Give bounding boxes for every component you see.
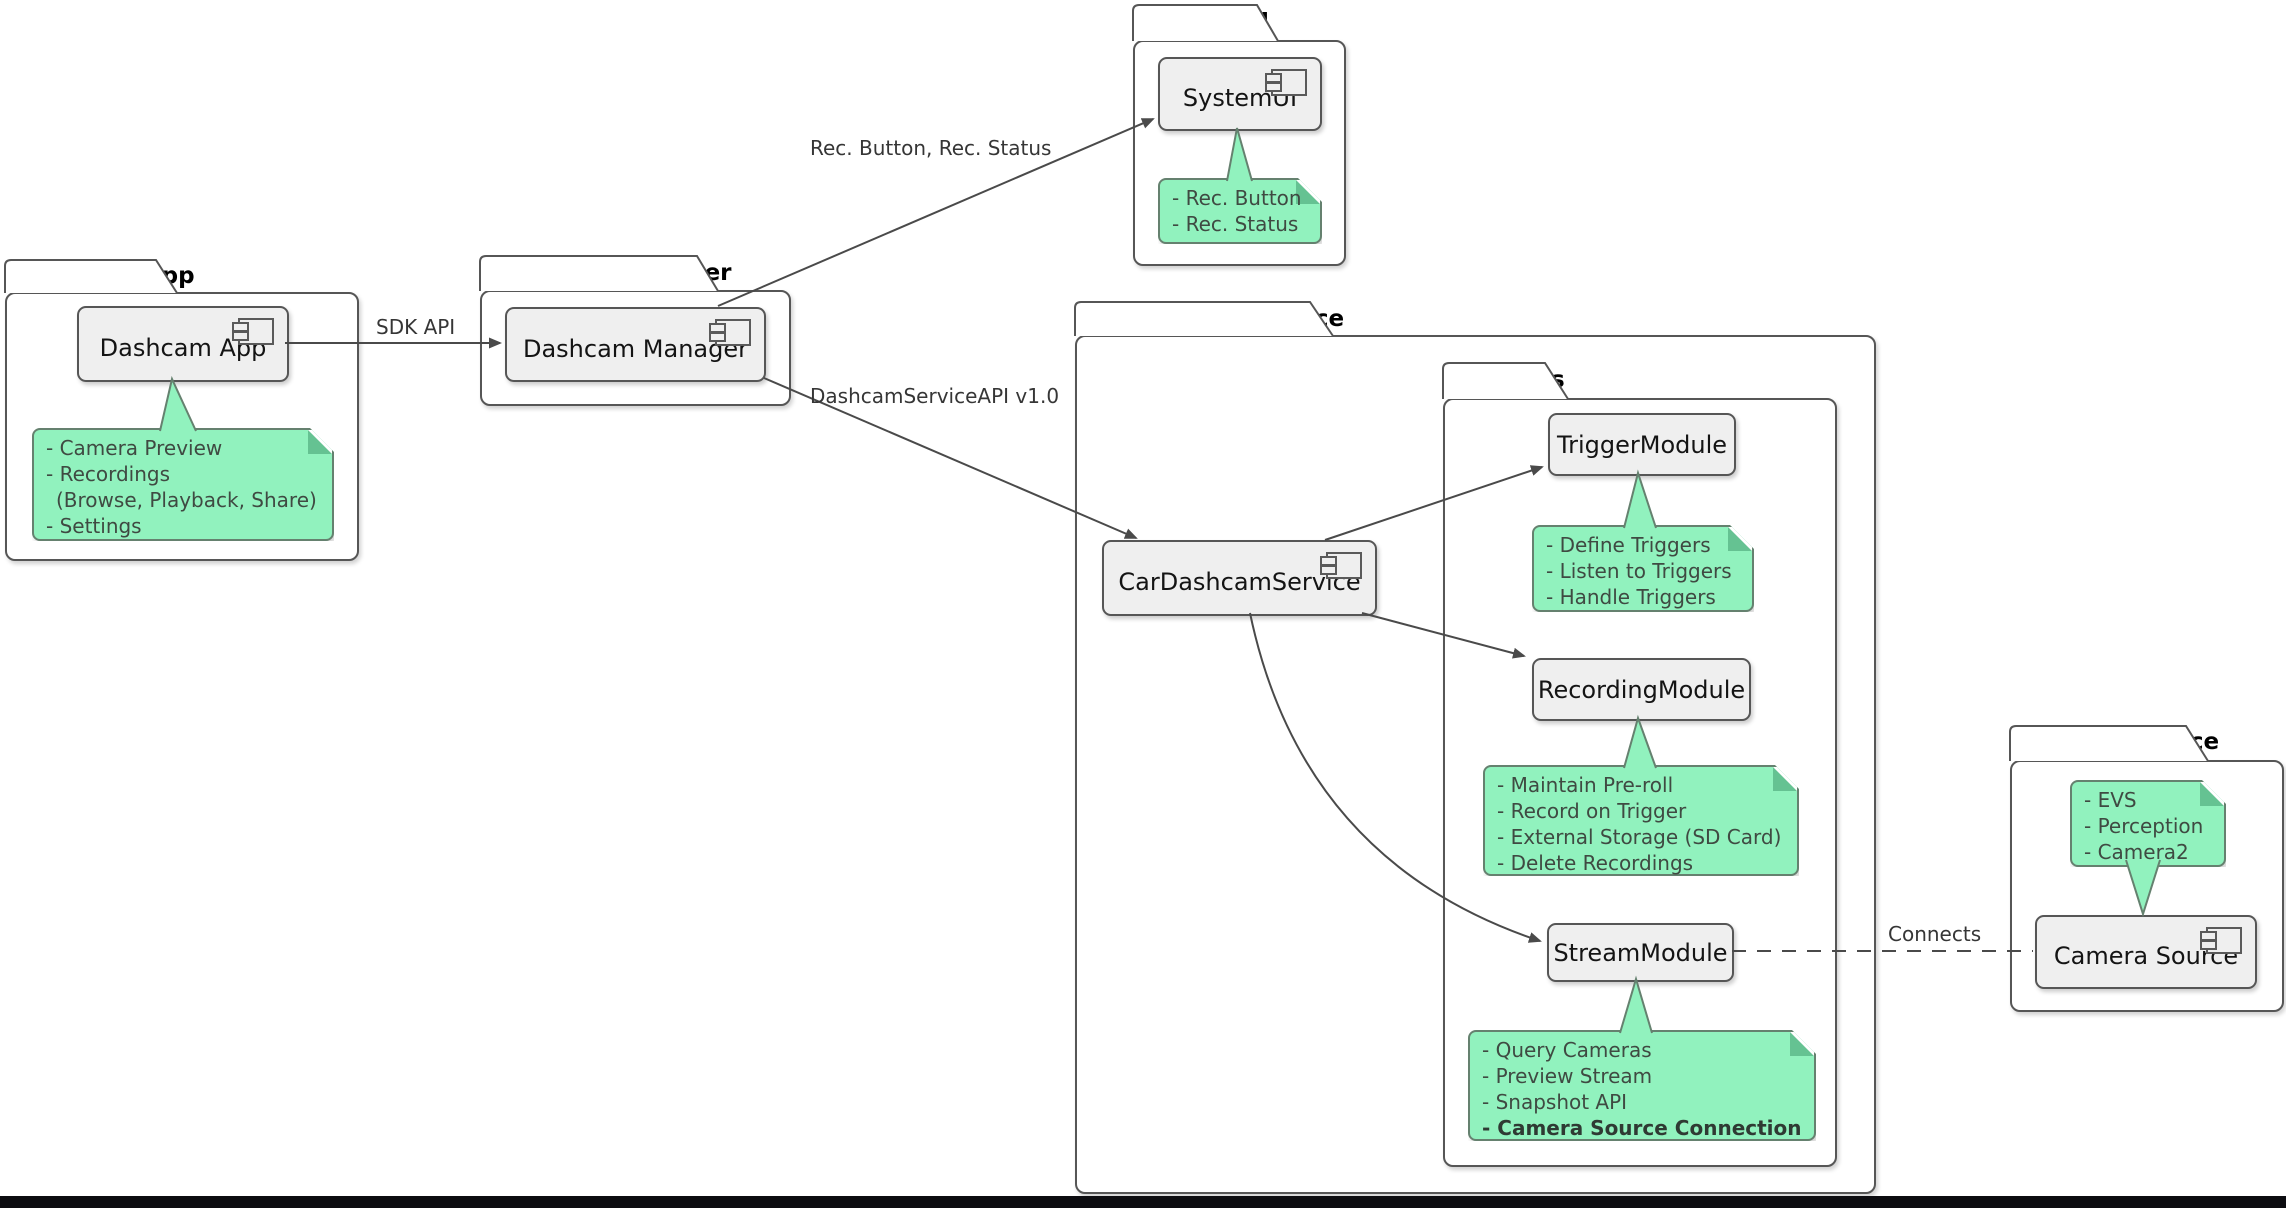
package-tab-modules: Modules (1456, 367, 1565, 393)
note-line: - Rec. Status (1172, 212, 1299, 236)
package-tab-dashcam-app: Dashcam App (18, 263, 195, 289)
component-dashcam-app: Dashcam App (77, 306, 289, 382)
component-icon (2200, 927, 2242, 954)
note-line: - Preview Stream (1482, 1064, 1653, 1088)
package-tab-dashcam-manager: Dashcam Manager (492, 260, 732, 286)
component-camera-source: Camera Source (2035, 915, 2257, 989)
edge-label-dashcamserviceapi: DashcamServiceAPI v1.0 (810, 384, 1060, 408)
component-cardashcamservice: CarDashcamService (1102, 540, 1377, 616)
note-line: - Delete Recordings (1497, 851, 1694, 875)
note-line: - Camera Source Connection (1482, 1116, 1802, 1140)
note-line: - Define Triggers (1546, 533, 1711, 557)
note-line: - Snapshot API (1482, 1090, 1628, 1114)
note-line: - Camera2 (2084, 840, 2189, 864)
package-tab-camera-source: Camera Source (2023, 729, 2220, 755)
note-camera-source: - EVS - Perception - Camera2 (2070, 780, 2226, 867)
note-systemui: - Rec. Button - Rec. Status (1158, 178, 1322, 244)
component-icon (232, 318, 274, 345)
component-dashcam-manager: Dashcam Manager (505, 307, 766, 382)
bottom-black-bar (0, 1196, 2286, 1208)
note-line: - Query Cameras (1482, 1038, 1652, 1062)
edge-label-sdk-api: SDK API (376, 315, 456, 339)
component-icon (709, 319, 751, 346)
note-line: - Recordings (46, 462, 171, 486)
component-label: TriggerModule (1556, 430, 1728, 459)
note-recordingmodule: - Maintain Pre-roll - Record on Trigger … (1483, 765, 1799, 876)
component-icon (1265, 69, 1307, 96)
component-icon (1320, 552, 1362, 579)
component-streammodule: StreamModule (1547, 923, 1734, 982)
component-systemui: SystemUI (1158, 57, 1322, 131)
note-line: - Camera Preview (46, 436, 223, 460)
note-line: - Listen to Triggers (1546, 559, 1732, 583)
component-recordingmodule: RecordingModule (1532, 658, 1751, 721)
package-tab-systemui: SystemUI (1146, 9, 1270, 35)
edge-label-connects: Connects (1888, 922, 1982, 946)
component-triggermodule: TriggerModule (1548, 413, 1736, 476)
note-line: - External Storage (SD Card) (1497, 825, 1782, 849)
note-line: (Browse, Playback, Share) (56, 488, 317, 512)
note-triggermodule: - Define Triggers - Listen to Triggers -… (1532, 525, 1754, 612)
note-line: - Handle Triggers (1546, 585, 1716, 609)
note-line: - Rec. Button (1172, 186, 1302, 210)
note-line: - Settings (46, 514, 142, 538)
component-label: RecordingModule (1537, 675, 1746, 704)
note-line: - EVS (2084, 788, 2137, 812)
note-streammodule: - Query Cameras - Preview Stream - Snaps… (1468, 1030, 1816, 1141)
component-label: StreamModule (1553, 938, 1728, 967)
note-line: - Maintain Pre-roll (1497, 773, 1674, 797)
note-dashcam-app: - Camera Preview - Recordings (Browse, P… (32, 428, 334, 541)
package-tab-cardashcamservice: CarDashcamService (1087, 306, 1345, 332)
note-line: - Perception (2084, 814, 2204, 838)
edge-label-rec-button-status: Rec. Button, Rec. Status (810, 136, 1052, 160)
note-line: - Record on Trigger (1497, 799, 1687, 823)
